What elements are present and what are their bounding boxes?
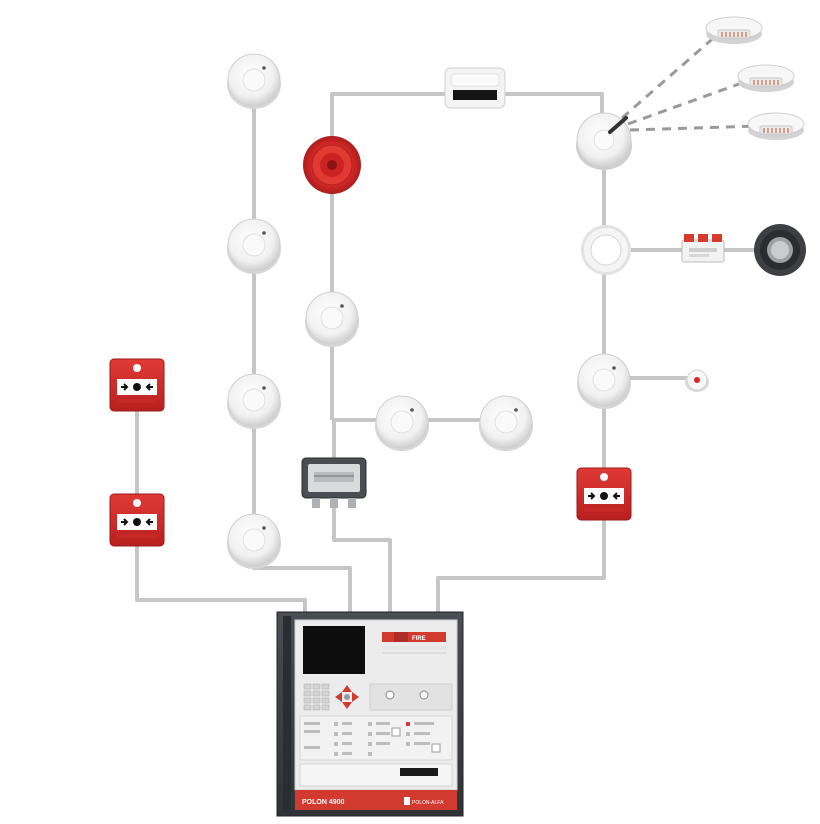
- manual-call-point-icon: [576, 467, 632, 521]
- smoke-detector-icon: [305, 291, 359, 347]
- radio-translator-icon: [576, 112, 632, 170]
- panel-arrow-pad: [335, 685, 359, 709]
- remote-indicator-icon: [685, 369, 709, 392]
- beam-detector-icon: [754, 224, 806, 276]
- panel-brand-label: POLON-ALFA: [412, 800, 444, 806]
- wireless-detector-icon: [705, 16, 763, 44]
- manual-call-point-icon: [109, 358, 165, 412]
- manual-call-point-icon: [109, 493, 165, 547]
- wireless-link-3: [629, 124, 759, 132]
- ring-base-icon: [581, 225, 631, 275]
- panel-model-label: POLON 4900: [302, 799, 345, 806]
- panel-brand-bar: [295, 790, 457, 810]
- wireless-links: [621, 32, 759, 132]
- beam-transmitter-icon: [444, 67, 506, 109]
- detectors: [227, 53, 631, 569]
- manual-call-points: [109, 358, 632, 547]
- panel-fire-bar: [382, 632, 446, 642]
- wireless-detector-icon: [747, 112, 805, 140]
- wire-middle-loop: [330, 92, 604, 614]
- panel-keypad: [303, 683, 330, 711]
- wireless-detectors: [705, 16, 805, 140]
- junction-box-icon: [301, 457, 367, 508]
- wireless-link-1: [621, 32, 719, 120]
- sounder-icon: [303, 136, 361, 194]
- smoke-detector-icon: [375, 395, 429, 451]
- wire-right-column: [436, 140, 606, 614]
- wireless-detector-icon: [737, 64, 795, 92]
- wireless-link-2: [627, 78, 751, 126]
- smoke-detector-icon: [227, 513, 281, 569]
- smoke-detector-icon: [227, 53, 281, 109]
- smoke-detector-icon: [227, 218, 281, 274]
- panel-fire-label: FIRE: [412, 636, 426, 642]
- io-module-icon: [681, 234, 725, 263]
- panel-lcd-screen: [303, 626, 365, 674]
- smoke-detector-icon: [479, 395, 533, 451]
- smoke-detector-icon: [577, 353, 631, 409]
- panel-printer-slot: [400, 768, 438, 776]
- control-panel: FIRE: [276, 611, 464, 817]
- smoke-detector-icon: [227, 373, 281, 429]
